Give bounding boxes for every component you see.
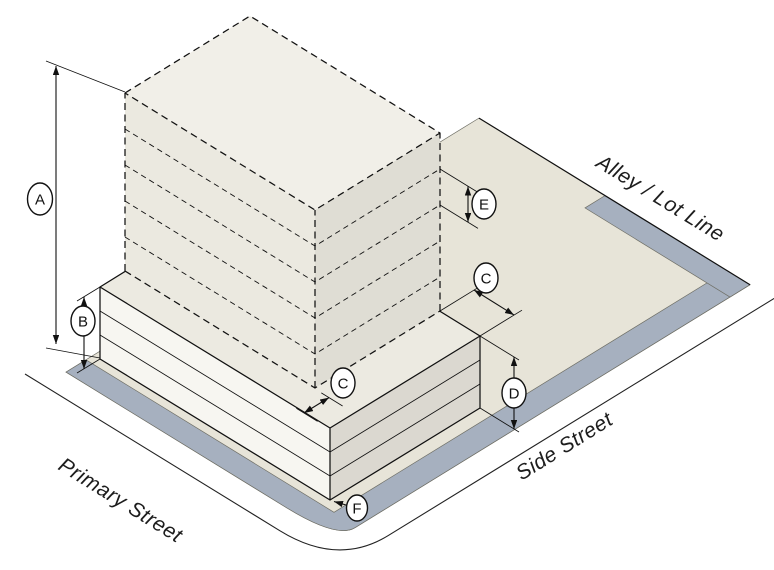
marker-a-ellipse: [26, 182, 54, 216]
podium-right-face: [330, 336, 480, 500]
tower-edges: [124, 15, 441, 389]
dimension-c-front-extensions: [296, 392, 343, 422]
primary-street-label: Primary Street: [54, 453, 187, 547]
marker-e-letter: E: [479, 197, 489, 214]
marker-b: B: [70, 305, 96, 337]
marker-c-front: C: [330, 367, 356, 399]
alley-lot-line: [478, 117, 751, 286]
building-tower: [124, 15, 441, 389]
tower-right-face: [315, 133, 440, 388]
marker-d: D: [501, 377, 527, 409]
dimension-markers: A B C C D E F: [26, 182, 527, 522]
tower-left-face: [125, 93, 315, 388]
marker-c-right-letter: C: [481, 271, 492, 288]
marker-b-ellipse: [70, 305, 96, 337]
dimension-c-right-extensions: [439, 284, 523, 337]
dimension-c-right-line: [473, 289, 515, 316]
marker-f-letter: F: [352, 501, 361, 518]
marker-a: A: [26, 182, 54, 216]
marker-c-right-ellipse: [473, 262, 499, 294]
marker-d-ellipse: [501, 377, 527, 409]
podium-edges: [99, 193, 481, 501]
dimension-c-front-line: [303, 397, 330, 414]
marker-c-front-ellipse: [330, 367, 356, 399]
marker-c-right: C: [473, 262, 499, 294]
marker-e: E: [471, 188, 497, 220]
street-curb-line: [24, 297, 774, 551]
marker-d-letter: D: [509, 386, 520, 403]
marker-f: F: [345, 494, 369, 522]
marker-c-front-letter: C: [338, 376, 349, 393]
marker-b-letter: B: [78, 314, 88, 331]
podium-left-face: [100, 287, 330, 500]
dimension-f-leader: [333, 500, 347, 508]
marker-e-ellipse: [471, 188, 497, 220]
marker-a-letter: A: [35, 192, 45, 209]
marker-f-ellipse: [345, 494, 369, 522]
tower-top-face: [125, 16, 440, 210]
dimension-e-extensions: [439, 168, 479, 229]
